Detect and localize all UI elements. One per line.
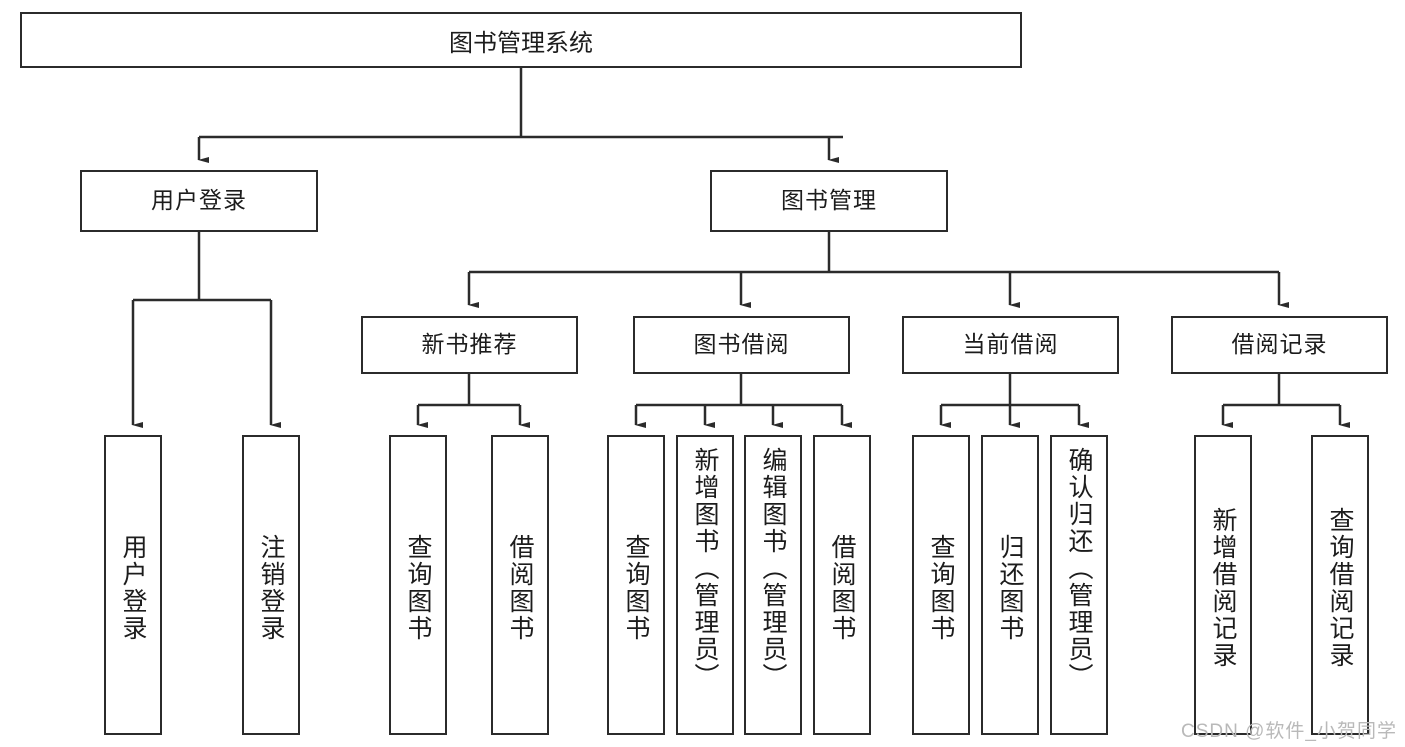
- leaf-query-book-borrow[interactable]: 查询图书: [607, 435, 665, 735]
- leaf-label: 用户登录: [119, 534, 147, 642]
- node-user-login[interactable]: 用户登录: [80, 170, 318, 232]
- leaf-label: 归还图书: [996, 534, 1024, 642]
- leaf-query-book-current[interactable]: 查询图书: [912, 435, 970, 735]
- leaf-return-book[interactable]: 归还图书: [981, 435, 1039, 735]
- node-label: 图书管理: [781, 187, 877, 214]
- leaf-borrow-book[interactable]: 借阅图书: [813, 435, 871, 735]
- node-label: 新书推荐: [421, 331, 518, 358]
- leaf-edit-book-admin[interactable]: 编辑图书（管理员）: [744, 435, 802, 735]
- node-current-borrow[interactable]: 当前借阅: [902, 316, 1119, 374]
- leaf-query-borrow-record[interactable]: 查询借阅记录: [1311, 435, 1369, 735]
- leaf-label: 编辑图书（管理员）: [759, 447, 787, 690]
- leaf-confirm-return-admin[interactable]: 确认归还（管理员）: [1050, 435, 1108, 735]
- leaf-label: 查询图书: [404, 534, 432, 642]
- leaf-label: 查询图书: [622, 534, 650, 642]
- leaf-query-book-recommend[interactable]: 查询图书: [389, 435, 447, 735]
- node-label: 图书借阅: [693, 331, 790, 358]
- watermark-text: CSDN @软件_小贺同学: [1181, 721, 1397, 742]
- leaf-add-book-admin[interactable]: 新增图书（管理员）: [676, 435, 734, 735]
- leaf-user-login[interactable]: 用户登录: [104, 435, 162, 735]
- node-book-management[interactable]: 图书管理: [710, 170, 948, 232]
- node-label: 图书管理系统: [449, 29, 593, 57]
- leaf-label: 新增图书（管理员）: [691, 447, 719, 690]
- node-book-borrow[interactable]: 图书借阅: [633, 316, 850, 374]
- node-label: 用户登录: [151, 187, 247, 214]
- leaf-label: 确认归还（管理员）: [1065, 447, 1093, 690]
- leaf-label: 借阅图书: [506, 534, 534, 642]
- leaf-label: 查询图书: [927, 534, 955, 642]
- node-new-book-recommend[interactable]: 新书推荐: [361, 316, 578, 374]
- node-label: 借阅记录: [1231, 331, 1328, 358]
- leaf-label: 注销登录: [257, 534, 285, 642]
- node-borrow-record[interactable]: 借阅记录: [1171, 316, 1388, 374]
- leaf-add-borrow-record[interactable]: 新增借阅记录: [1194, 435, 1252, 735]
- leaf-label: 新增借阅记录: [1209, 507, 1237, 669]
- leaf-logout[interactable]: 注销登录: [242, 435, 300, 735]
- node-root-system[interactable]: 图书管理系统: [20, 12, 1022, 68]
- leaf-label: 查询借阅记录: [1326, 507, 1354, 669]
- leaf-label: 借阅图书: [828, 534, 856, 642]
- leaf-borrow-book-recommend[interactable]: 借阅图书: [491, 435, 549, 735]
- node-label: 当前借阅: [962, 331, 1059, 358]
